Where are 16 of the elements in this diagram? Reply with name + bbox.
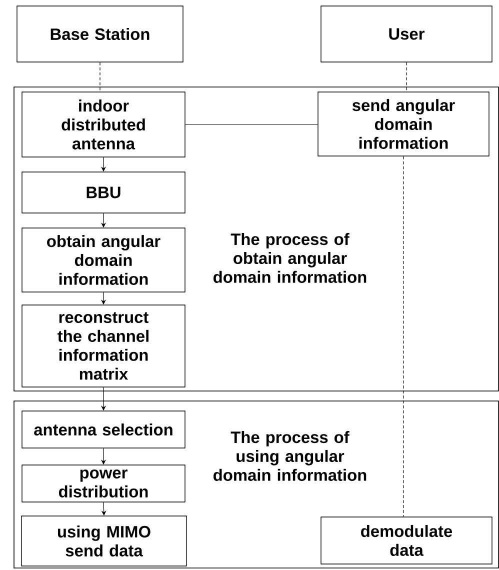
process-box: demodulate data (320, 516, 492, 564)
connector-line (185, 124, 318, 125)
process-box: send angular domain information (318, 92, 490, 156)
process-box: using MIMO send data (21, 516, 187, 566)
band-heading: The process of using angular domain information (214, 431, 366, 481)
process-box: BBU (22, 172, 186, 214)
process-box: obtain angular domain information (22, 228, 186, 292)
lifeline (403, 156, 404, 517)
band-heading: The process of obtain angular domain information (214, 233, 366, 283)
process-box: indoor distributed antenna (22, 92, 186, 158)
lifeline (406, 62, 407, 92)
entity-box: User (320, 6, 492, 62)
process-box: reconstruct the channel information matrix (22, 304, 186, 388)
process-box: power distribution (22, 464, 186, 502)
process-box: antenna selection (22, 410, 186, 448)
entity-box: Base Station (16, 6, 184, 62)
